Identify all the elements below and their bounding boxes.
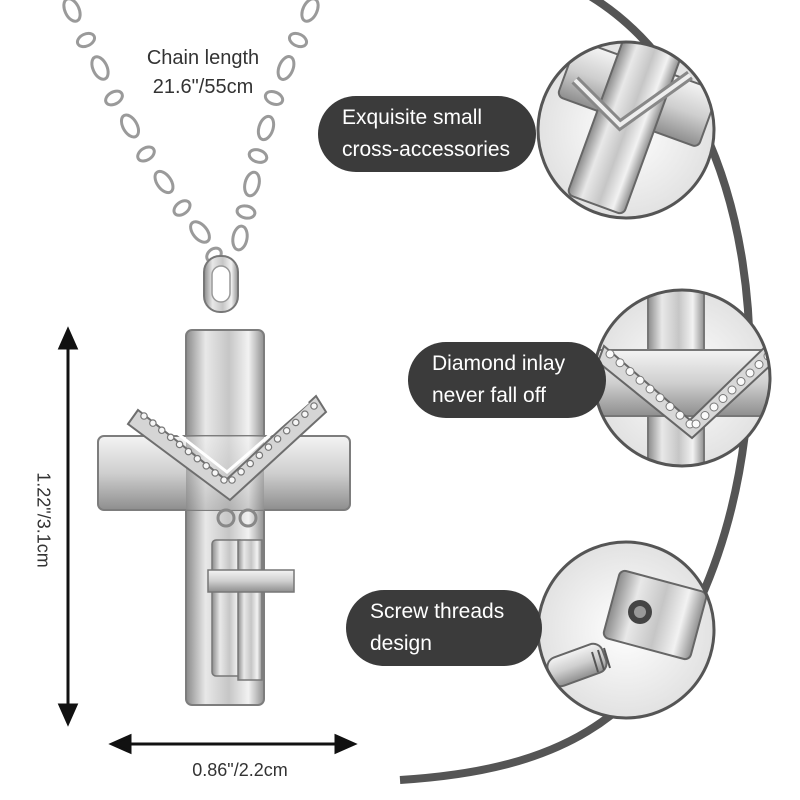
rhinestone — [718, 394, 728, 403]
rhinestone — [291, 418, 300, 427]
rhinestone — [157, 426, 166, 435]
rhinestone — [709, 402, 719, 412]
rhinestone — [645, 384, 655, 394]
small-cross-charm — [207, 508, 295, 681]
rhinestone — [228, 476, 236, 484]
detail-circle-screw-threads — [536, 540, 716, 720]
rhinestone — [246, 459, 255, 468]
rhinestone — [605, 349, 615, 359]
rhinestone — [273, 435, 282, 443]
chain — [62, 0, 320, 264]
rhinestone — [736, 377, 746, 386]
height-dimension-arrow — [57, 326, 79, 727]
rhinestone — [220, 476, 228, 484]
rhinestone — [140, 412, 148, 420]
rhinestone — [175, 440, 184, 449]
feature-label-screw-threads: Screw threads design — [346, 590, 542, 666]
rhinestone — [655, 393, 665, 403]
rhinestone — [184, 447, 193, 456]
rhinestone — [625, 367, 635, 376]
rhinestone — [264, 443, 273, 451]
rhinestone — [675, 410, 685, 420]
feature-label-cross-accessories: Exquisite small cross-accessories — [318, 96, 536, 172]
rhinestone — [301, 410, 309, 419]
diamond-v-ring — [126, 394, 328, 502]
rhinestone — [615, 358, 625, 368]
height-label: 1.22"/3.1cm — [33, 472, 54, 568]
rhinestone — [211, 469, 219, 477]
rhinestone — [635, 375, 645, 385]
chain-length-label: Chain length 21.6"/55cm — [146, 47, 260, 98]
rhinestone — [255, 451, 264, 460]
rhinestone — [754, 360, 764, 369]
width-label: 0.86"/2.2cm — [192, 760, 288, 780]
rhinestone — [202, 461, 211, 470]
feature-label-diamond-inlay: Diamond inlay never fall off — [408, 342, 606, 418]
rhinestone — [665, 402, 675, 411]
rhinestone — [237, 467, 245, 476]
rhinestone — [727, 385, 737, 395]
rhinestone — [193, 454, 202, 463]
rhinestone — [691, 419, 701, 429]
width-dimension-arrow — [108, 733, 358, 755]
rhinestone — [166, 433, 175, 442]
rhinestone — [310, 402, 318, 410]
rhinestone — [149, 419, 157, 427]
rhinestone — [700, 411, 710, 420]
detail-circle-diamond-inlay — [592, 288, 772, 468]
rhinestone — [282, 426, 291, 435]
rhinestone — [745, 368, 755, 378]
detail-circle-cross-accessory — [536, 40, 716, 220]
